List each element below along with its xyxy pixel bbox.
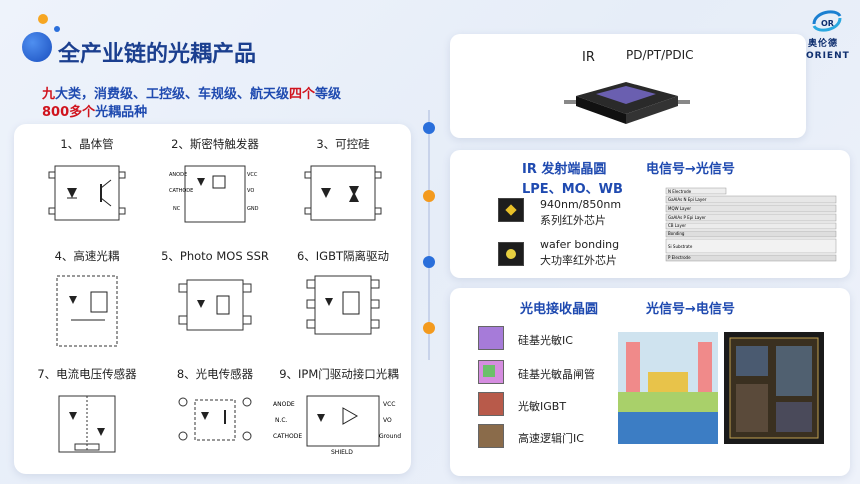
layer-bonding: Bonding xyxy=(668,231,685,236)
pin-anode: ANODE xyxy=(169,172,187,178)
ipm-shield: SHIELD xyxy=(331,449,353,456)
page-title: 全产业链的光耦产品 xyxy=(58,42,257,67)
timeline-dot-2 xyxy=(423,190,435,202)
receiver-item-3: 光敏IGBT xyxy=(518,400,567,413)
ir-chip-icon xyxy=(498,198,524,222)
package-image xyxy=(564,82,690,124)
thyristor-diagram xyxy=(304,165,382,221)
emitter-card: IR 发射端晶圆 电信号→光信号 LPE、MO、WB 940nm/850nm 系… xyxy=(450,150,850,278)
subtitle-four: 四个 xyxy=(289,87,316,102)
die-layout-image xyxy=(724,332,824,444)
timeline-dot-3 xyxy=(423,256,435,268)
subtitle-varieties: 光耦品种 xyxy=(95,105,148,120)
epi-layer-diagram: N Electrode GaAlAs N Epi Layer MQW Layer… xyxy=(665,187,837,262)
product-current-sensor: 7、电流电压传感器 xyxy=(22,366,152,478)
product-photomos: 5、Photo MOS SSR xyxy=(150,248,280,360)
chip1-line1: 940nm/850nm xyxy=(540,198,622,211)
pin-vcc: VCC xyxy=(247,172,258,178)
receiver-item-2: 硅基光敏晶闸管 xyxy=(518,368,595,381)
layer-n-epi: GaAlAs N Epi Layer xyxy=(668,197,707,202)
si-photo-ic-icon xyxy=(478,326,504,350)
decor-dot-blue-small xyxy=(54,26,60,32)
subtitle-line2: 800多个光耦品种 xyxy=(42,101,147,120)
ipm-pin-vo: VO xyxy=(383,417,392,424)
product-photo-sensor: 8、光电传感器 xyxy=(150,366,280,478)
logo-or-text: OR xyxy=(821,19,834,28)
product-igbt-driver: 6、IGBT隔离驱动 xyxy=(278,248,408,360)
receiver-card: 光电接收晶圆 光信号→电信号 硅基光敏IC 硅基光敏晶闸管 光敏IGBT 高速逻… xyxy=(450,288,850,476)
schmitt-diagram: ANODE CATHODE NC VCC VO GND xyxy=(169,165,259,223)
ipm-pin-nc: N.C. xyxy=(275,417,288,424)
si-thyristor-icon xyxy=(478,360,504,384)
chip2-line1: wafer bonding xyxy=(540,238,620,251)
logo-english: ORIENT xyxy=(806,51,850,61)
photo-igbt-icon xyxy=(478,392,504,416)
wafer-chip-icon xyxy=(498,242,524,266)
photomos-diagram xyxy=(178,279,252,331)
package-card: IR PD/PT/PDIC xyxy=(450,34,806,138)
igbt-diagram xyxy=(306,275,380,335)
layer-cb: CB Layer xyxy=(668,223,686,228)
ipm-pin-anode: ANODE xyxy=(273,401,295,408)
pin-cathode: CATHODE xyxy=(169,188,193,194)
package-ir-label: IR xyxy=(582,50,595,65)
orient-logo-icon: OR xyxy=(812,10,842,32)
ipm-pin-ground: Ground xyxy=(379,433,401,440)
product-highspeed: 4、高速光耦 xyxy=(22,248,152,360)
pin-nc: NC xyxy=(173,206,181,212)
product-thyristor: 3、可控硅 xyxy=(278,136,408,248)
ipm-diagram: ANODE N.C. CATHODE VCC VO Ground SHIELD xyxy=(273,395,401,456)
ipm-pin-vcc: VCC xyxy=(383,401,395,408)
layer-si-substrate: Si Substrate xyxy=(668,244,693,249)
subtitle-line1: 九大类，消费级、工控级、车规级、航天级四个等级 xyxy=(42,83,341,102)
emitter-sub: LPE、MO、WB xyxy=(522,182,623,197)
emitter-heading: IR 发射端晶圆 xyxy=(522,162,607,177)
chip2-line2: 大功率红外芯片 xyxy=(540,254,617,267)
pin-vo: VO xyxy=(247,188,254,194)
photosensor-diagram xyxy=(178,397,252,441)
timeline-dot-1 xyxy=(423,122,435,134)
decor-dot-orange xyxy=(38,14,48,24)
emitter-arrow-heading: 电信号→光信号 xyxy=(646,162,735,177)
subtitle-nine: 九 xyxy=(42,87,56,102)
logic-gate-ic-icon xyxy=(478,424,504,448)
ipm-pin-cathode: CATHODE xyxy=(273,433,302,440)
subtitle-grades: 大类，消费级、工控级、车规级、航天级 xyxy=(55,87,290,102)
timeline-line xyxy=(428,110,430,360)
logo-chinese: 奥伦德 xyxy=(808,39,839,49)
receiver-item-1: 硅基光敏IC xyxy=(518,334,573,347)
layer-mqw: MQW Layer xyxy=(668,206,691,211)
layer-n-electrode: N Electrode xyxy=(668,189,692,194)
receiver-heading: 光电接收晶圆 xyxy=(520,302,599,317)
product-transistor: 1、晶体管 xyxy=(22,136,152,248)
layer-p-epi: GaAlAs P Epi Layer xyxy=(668,215,706,220)
receiver-item-4: 高速逻辑门IC xyxy=(518,432,584,445)
highspeed-diagram xyxy=(56,275,118,347)
sensor-diagram xyxy=(58,395,116,453)
timeline-dot-4 xyxy=(423,322,435,334)
package-pd-label: PD/PT/PDIC xyxy=(626,48,694,62)
decor-dot-blue-large xyxy=(22,32,52,62)
receiver-arrow-heading: 光信号→电信号 xyxy=(646,302,735,317)
layer-p-electrode: P Electrode xyxy=(668,255,691,260)
subtitle-level: 等级 xyxy=(315,87,342,102)
chip1-line2: 系列红外芯片 xyxy=(540,214,606,227)
subtitle-800: 800多个 xyxy=(42,105,96,120)
pin-gnd: GND xyxy=(247,206,259,212)
transistor-diagram xyxy=(48,165,126,221)
cross-section-image xyxy=(618,332,718,444)
